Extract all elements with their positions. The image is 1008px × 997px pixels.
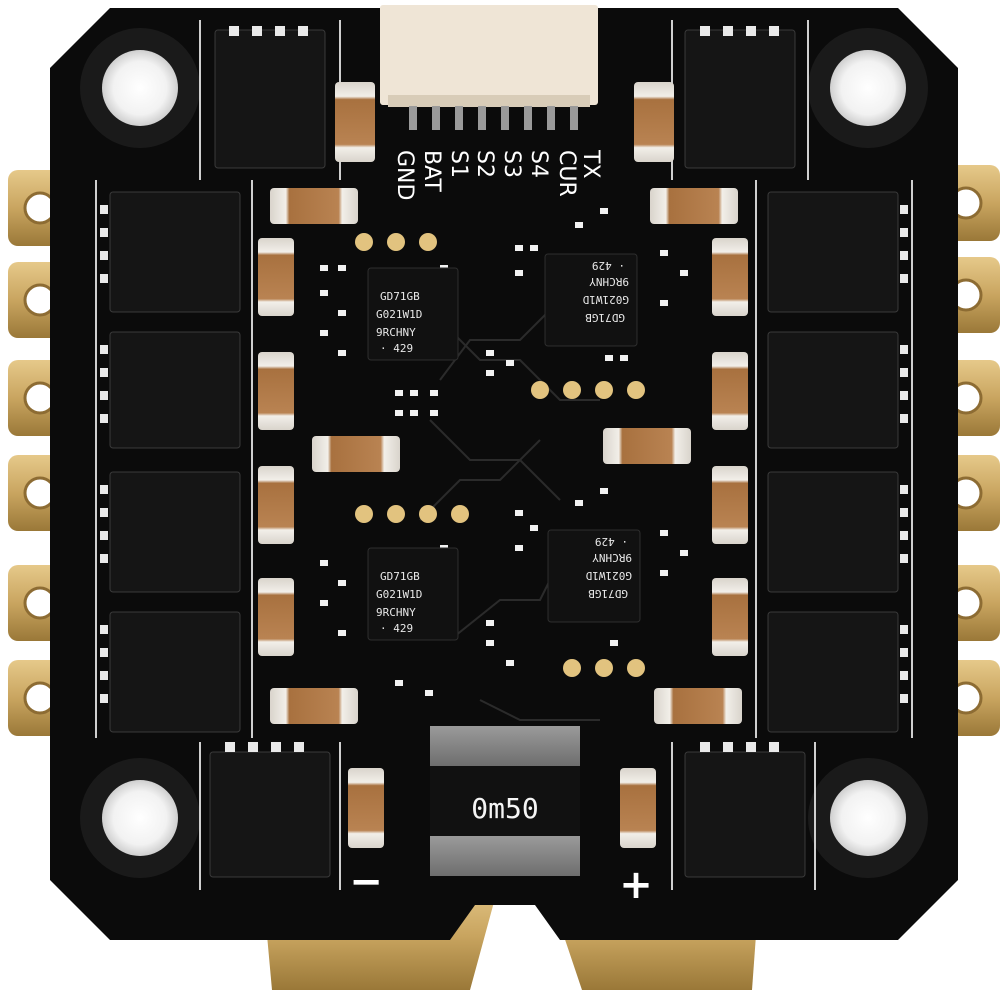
svg-text:G021W1D: G021W1D	[586, 569, 632, 582]
small-smd-parts	[320, 208, 688, 696]
minus-label: −	[349, 859, 383, 905]
test-pads	[355, 233, 645, 677]
svg-text:GD71GB: GD71GB	[588, 587, 628, 600]
svg-text:9RCHNY: 9RCHNY	[592, 551, 632, 564]
pin-label-s3: S3	[499, 150, 524, 178]
svg-text:9RCHNY: 9RCHNY	[589, 275, 629, 288]
current-shunt: 0m50	[430, 726, 580, 876]
pin-label-s4: S4	[526, 150, 551, 178]
pin-label-gnd: GND	[392, 150, 417, 200]
signal-connector	[380, 5, 598, 130]
mounting-hole-top-right	[808, 28, 928, 148]
svg-text:G021W1D: G021W1D	[376, 308, 422, 321]
mounting-holes	[80, 28, 928, 878]
svg-text:GD71GB: GD71GB	[380, 570, 420, 583]
svg-text:· 429: · 429	[380, 622, 413, 635]
ic-bottom-right: GD71GB G021W1D 9RCHNY · 429	[547, 529, 641, 623]
pin-label-bat: BAT	[419, 150, 444, 192]
pin-label-s2: S2	[472, 150, 497, 178]
svg-text:G021W1D: G021W1D	[583, 293, 629, 306]
svg-text:· 429: · 429	[595, 535, 628, 548]
plus-label: +	[619, 862, 653, 908]
svg-text:G021W1D: G021W1D	[376, 588, 422, 601]
shunt-value: 0m50	[471, 792, 538, 825]
pin-label-cur: CUR	[554, 150, 579, 197]
svg-text:9RCHNY: 9RCHNY	[376, 606, 416, 619]
pin-label-s1: S1	[446, 150, 471, 178]
svg-text:GD71GB: GD71GB	[585, 311, 625, 324]
mounting-hole-bottom-right	[808, 758, 928, 878]
mounting-hole-bottom-left	[80, 758, 200, 878]
mosfets	[109, 29, 899, 878]
svg-text:9RCHNY: 9RCHNY	[376, 326, 416, 339]
pin-labels: TX CUR S4 S3 S2 S1 BAT GND	[392, 149, 603, 200]
ic-top-left: GD71GB G021W1D 9RCHNY · 429	[367, 267, 459, 361]
ic-bottom-left: GD71GB G021W1D 9RCHNY · 429	[367, 547, 459, 641]
pin-label-tx: TX	[578, 149, 603, 179]
mounting-hole-top-left	[80, 28, 200, 148]
svg-text:· 429: · 429	[592, 259, 625, 272]
svg-text:· 429: · 429	[380, 342, 413, 355]
mosfet-pins	[100, 26, 908, 752]
svg-text:GD71GB: GD71GB	[380, 290, 420, 303]
ic-top-right: GD71GB G021W1D 9RCHNY · 429	[544, 253, 638, 347]
capacitors	[258, 82, 748, 848]
